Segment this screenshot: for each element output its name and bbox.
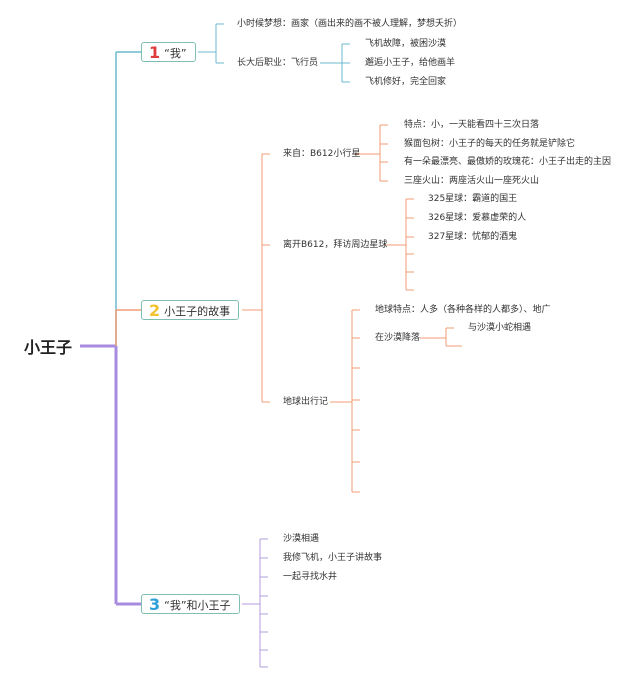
- branch-3-number: 3: [149, 595, 161, 614]
- b2-item-2[interactable]: 离开B612，拜访周边星球: [283, 240, 388, 250]
- branch-1-node[interactable]: 1“我”: [141, 42, 196, 62]
- branch-1-label: “我”: [164, 47, 187, 60]
- b1-item-2-child-1[interactable]: 飞机故障，被困沙漠: [365, 39, 447, 49]
- b3-item-3[interactable]: 一起寻找水井: [283, 572, 338, 582]
- b2-item-3[interactable]: 地球出行记: [283, 397, 329, 407]
- b2-item-2-child-2[interactable]: 326星球：爱慕虚荣的人: [428, 213, 527, 223]
- b2-item-3-grandchild-1[interactable]: 与沙漠小蛇相遇: [468, 323, 532, 333]
- b3-item-2[interactable]: 我修飞机，小王子讲故事: [283, 553, 383, 563]
- b2-item-1[interactable]: 来自：B612小行星: [283, 149, 361, 159]
- b1-item-2[interactable]: 长大后职业：飞行员: [237, 58, 319, 68]
- b2-item-1-child-2[interactable]: 猴面包树：小王子的每天的任务就是铲除它: [404, 139, 576, 149]
- b2-item-1-child-3[interactable]: 有一朵最漂亮、最傲娇的玫瑰花：小王子出走的主因: [404, 157, 612, 167]
- b1-item-1[interactable]: 小时候梦想：画家（画出来的画不被人理解，梦想夭折）: [237, 19, 463, 29]
- branch-2-number: 2: [149, 301, 161, 320]
- b1-item-2-child-2[interactable]: 邂逅小王子，给他画羊: [365, 58, 456, 68]
- b2-item-3-child-2[interactable]: 在沙漠降落: [375, 333, 421, 343]
- branch-3-node[interactable]: 3“我”和小王子: [141, 594, 240, 614]
- b2-item-2-child-1[interactable]: 325星球：霸道的国王: [428, 194, 518, 204]
- root-node[interactable]: 小王子: [24, 338, 73, 357]
- branch-2-label: 小王子的故事: [164, 305, 231, 318]
- branch-1-number: 1: [149, 43, 161, 62]
- b3-item-1[interactable]: 沙漠相遇: [283, 534, 320, 544]
- b2-item-1-child-4[interactable]: 三座火山：两座活火山一座死火山: [404, 176, 540, 186]
- b2-item-2-child-3[interactable]: 327星球：忧郁的酒鬼: [428, 232, 518, 242]
- b2-item-3-child-1[interactable]: 地球特点：人多（各种各样的人都多）、地广: [375, 305, 551, 315]
- b2-item-1-child-1[interactable]: 特点：小，一天能看四十三次日落: [404, 120, 540, 130]
- b1-item-2-child-3[interactable]: 飞机修好，完全回家: [365, 77, 447, 87]
- branch-3-label: “我”和小王子: [164, 599, 231, 612]
